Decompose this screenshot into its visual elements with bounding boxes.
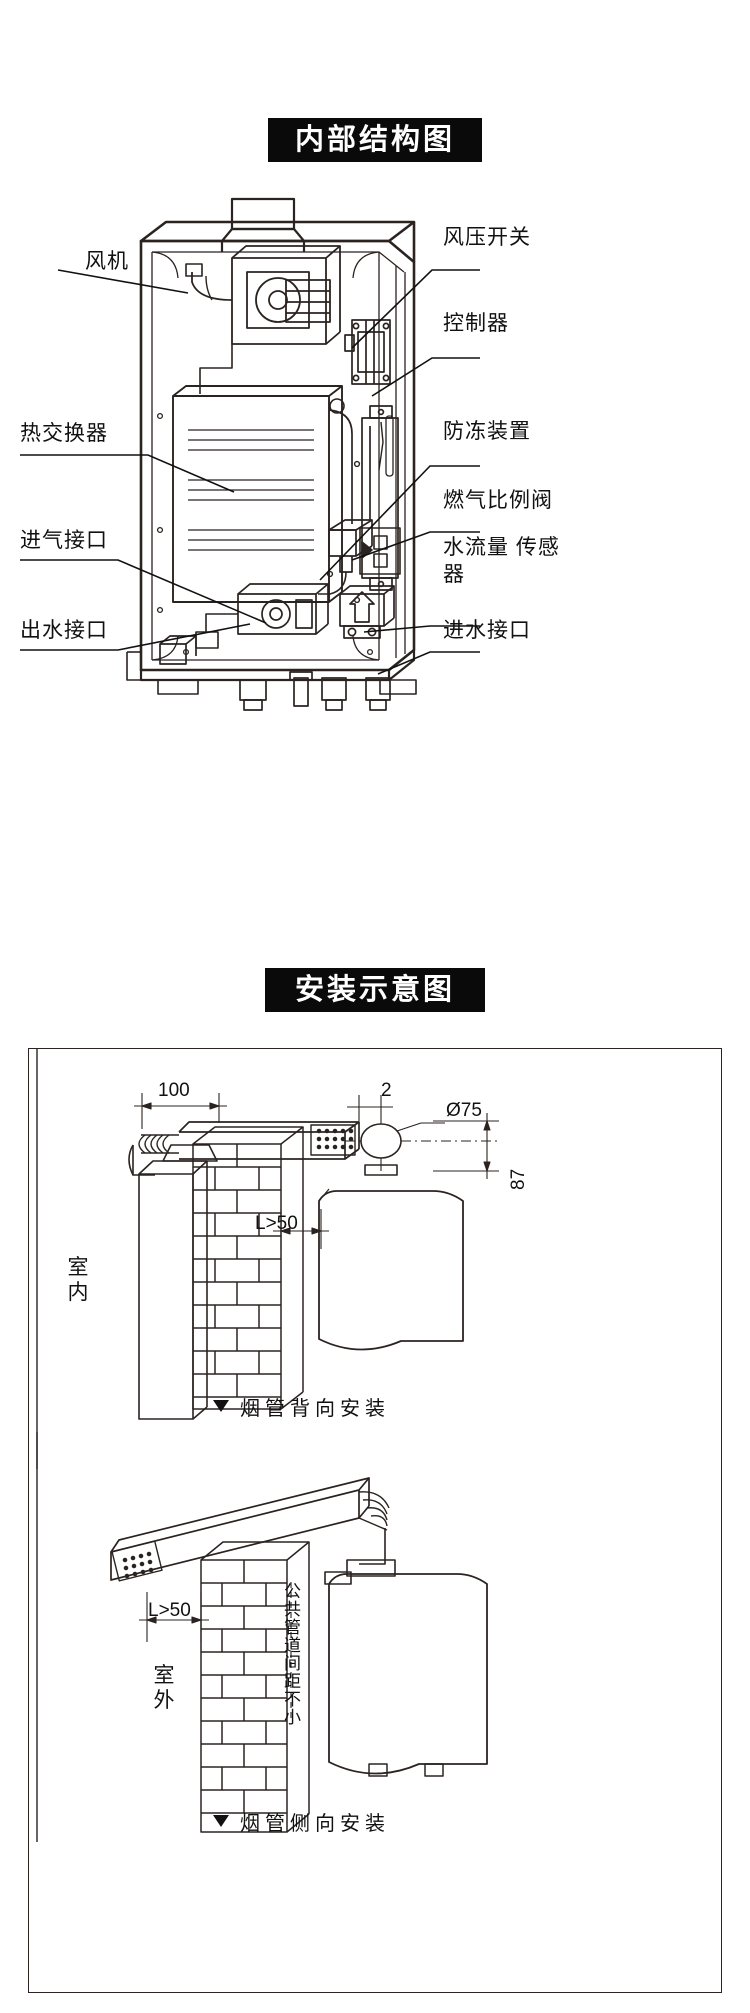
vertical-clearance-note: 公共管道间距不小	[281, 1582, 300, 1726]
callout-heat-exchanger: 热交换器	[20, 422, 108, 445]
callout-controller: 控制器	[443, 312, 509, 335]
caption-marker-b	[213, 1815, 229, 1827]
callout-water-outlet: 出水接口	[20, 619, 108, 642]
callout-leader-lines	[20, 269, 480, 675]
dimension-l-gt-50-side: L>50	[148, 1600, 191, 1621]
callout-water-flow-sensor: 水流量 传感器	[443, 536, 560, 586]
room-label-indoor: 室内	[67, 1256, 89, 1304]
callout-antifreeze-device: 防冻装置	[443, 420, 531, 443]
dimension-87: 87	[508, 1168, 529, 1190]
diagram-rear-vent-drawing	[36, 1049, 499, 1469]
caption-rear-vent-installation: 烟管背向安装	[240, 1398, 390, 1420]
callout-gas-proportional-valve: 燃气比例阀	[443, 489, 553, 512]
caption-side-vent-installation: 烟管侧向安装	[240, 1813, 390, 1835]
callout-air-pressure-switch: 风压开关	[443, 226, 531, 249]
callout-fan: 风机	[85, 250, 129, 273]
callout-gas-inlet: 进气接口	[20, 529, 108, 552]
dimension-100: 100	[158, 1080, 190, 1101]
room-label-outdoor: 室外	[153, 1664, 175, 1712]
dimension-2: 2	[381, 1080, 392, 1101]
internal-structure-drawing	[20, 197, 480, 711]
installation-frame	[28, 1048, 722, 1993]
dimension-l-gt-50: L>50	[255, 1213, 298, 1234]
callout-water-inlet: 进水接口	[443, 619, 531, 642]
section-title-installation: 安装示意图	[265, 968, 485, 1012]
caption-marker-a	[213, 1400, 229, 1412]
dimension-diameter-75: Ø75	[446, 1100, 482, 1121]
section-title-internal-structure: 内部结构图	[268, 118, 482, 162]
diagram-side-vent-drawing	[36, 1432, 488, 1842]
